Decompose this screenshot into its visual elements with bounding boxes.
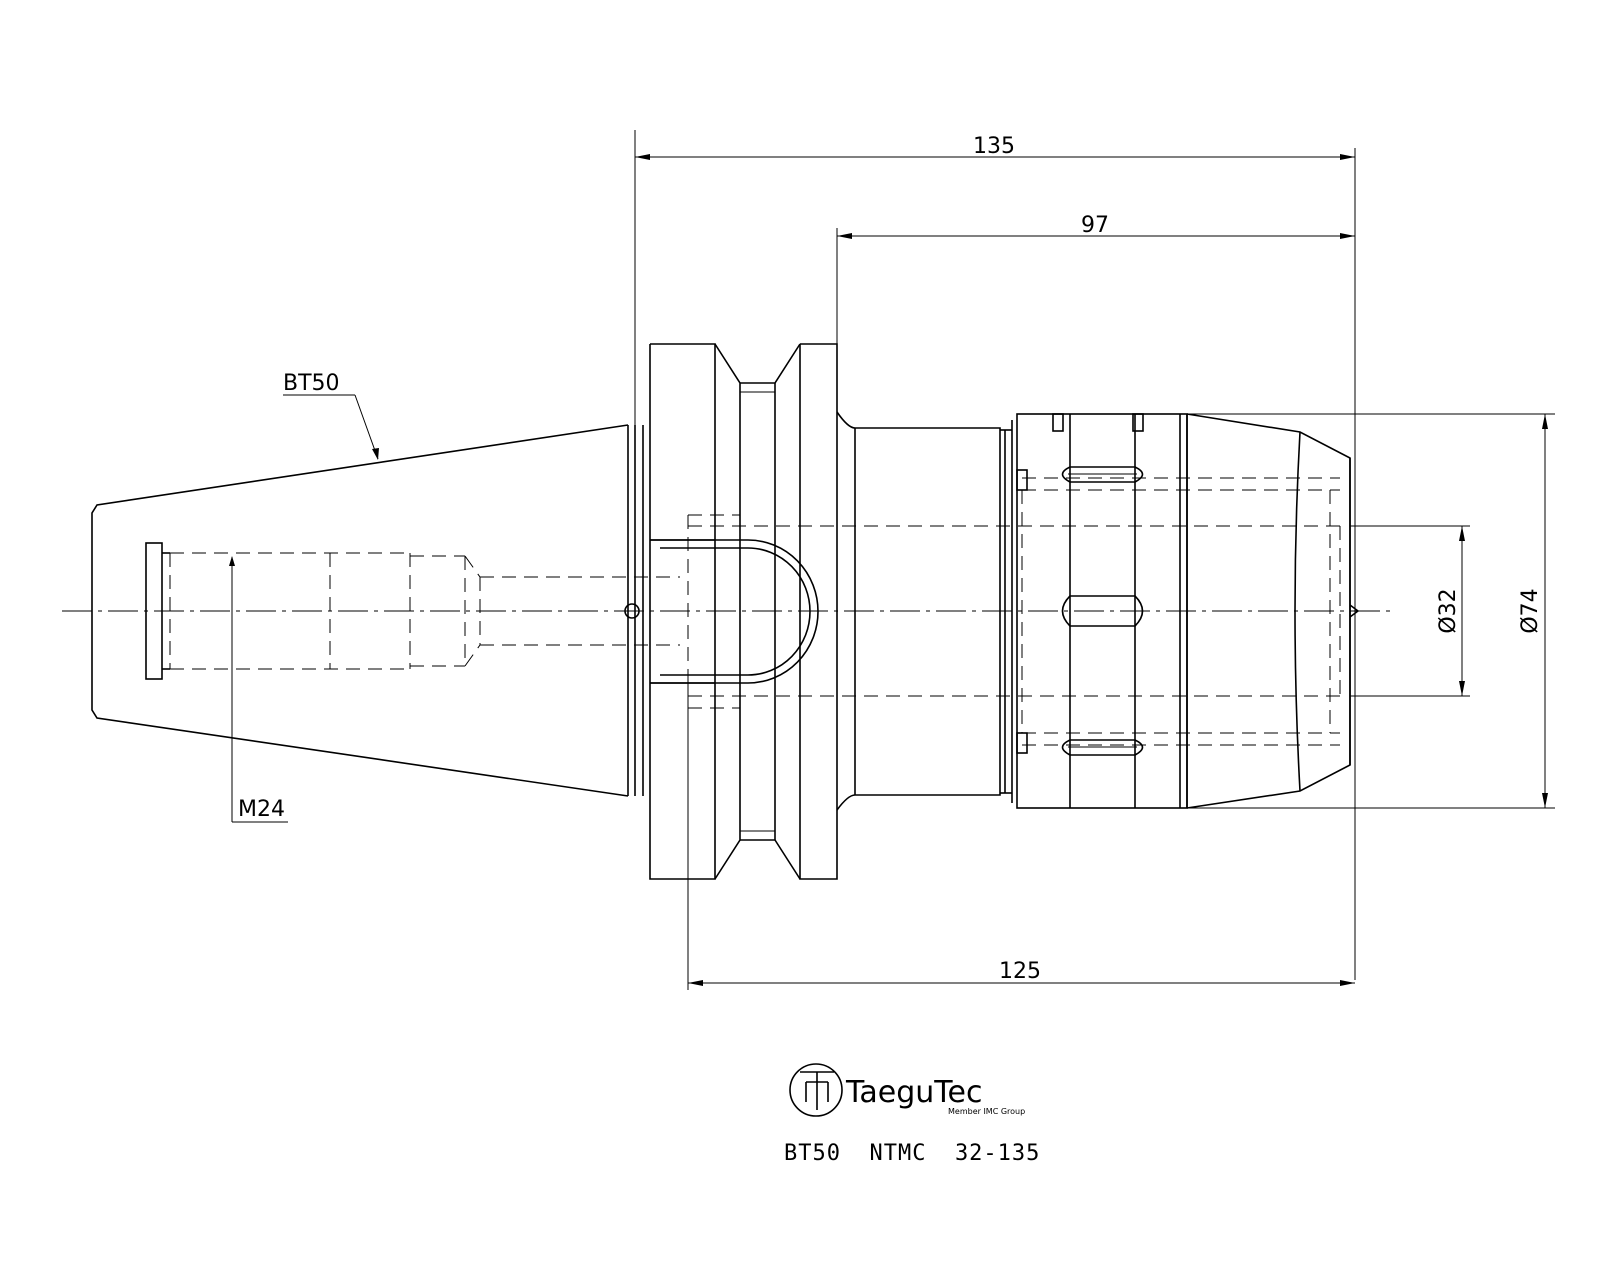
taper-label: BT50 xyxy=(283,371,340,396)
nose-cone xyxy=(1186,413,1360,809)
dim-clamp-length-label: 97 xyxy=(1081,213,1109,238)
brand-tagline: Member IMC Group xyxy=(948,1107,1025,1116)
dim-body-diameter-label: Ø74 xyxy=(1518,588,1543,633)
brand-name: TaeguTec xyxy=(845,1075,982,1110)
clamping-nut xyxy=(1016,413,1188,809)
dim-bore-diameter: Ø32 xyxy=(1350,525,1470,697)
brand-logo-icon xyxy=(789,1063,843,1117)
dim-gauge-length: 125 xyxy=(687,683,1355,990)
dim-overall-length: 135 xyxy=(634,130,1356,980)
hidden-thread-bore xyxy=(169,552,680,670)
hidden-bore xyxy=(688,477,1345,746)
dim-clamp-length: 97 xyxy=(836,213,1355,344)
brand-logo: TaeguTec Member IMC Group xyxy=(789,1063,1025,1117)
hidden-key xyxy=(687,514,741,709)
taper-callout: BT50 xyxy=(283,371,379,460)
part-number: BT50 NTMC 32-135 xyxy=(784,1141,1040,1166)
body-neck xyxy=(836,411,1013,811)
dim-overall-length-label: 135 xyxy=(973,134,1015,159)
taper-shank xyxy=(91,424,644,797)
thread-callout: M24 xyxy=(229,556,288,823)
dim-gauge-length-label: 125 xyxy=(999,959,1041,984)
dim-body-diameter: Ø74 xyxy=(1187,413,1555,809)
thread-label: M24 xyxy=(238,797,285,822)
dim-bore-diameter-label: Ø32 xyxy=(1436,588,1461,633)
set-hole xyxy=(624,603,640,619)
